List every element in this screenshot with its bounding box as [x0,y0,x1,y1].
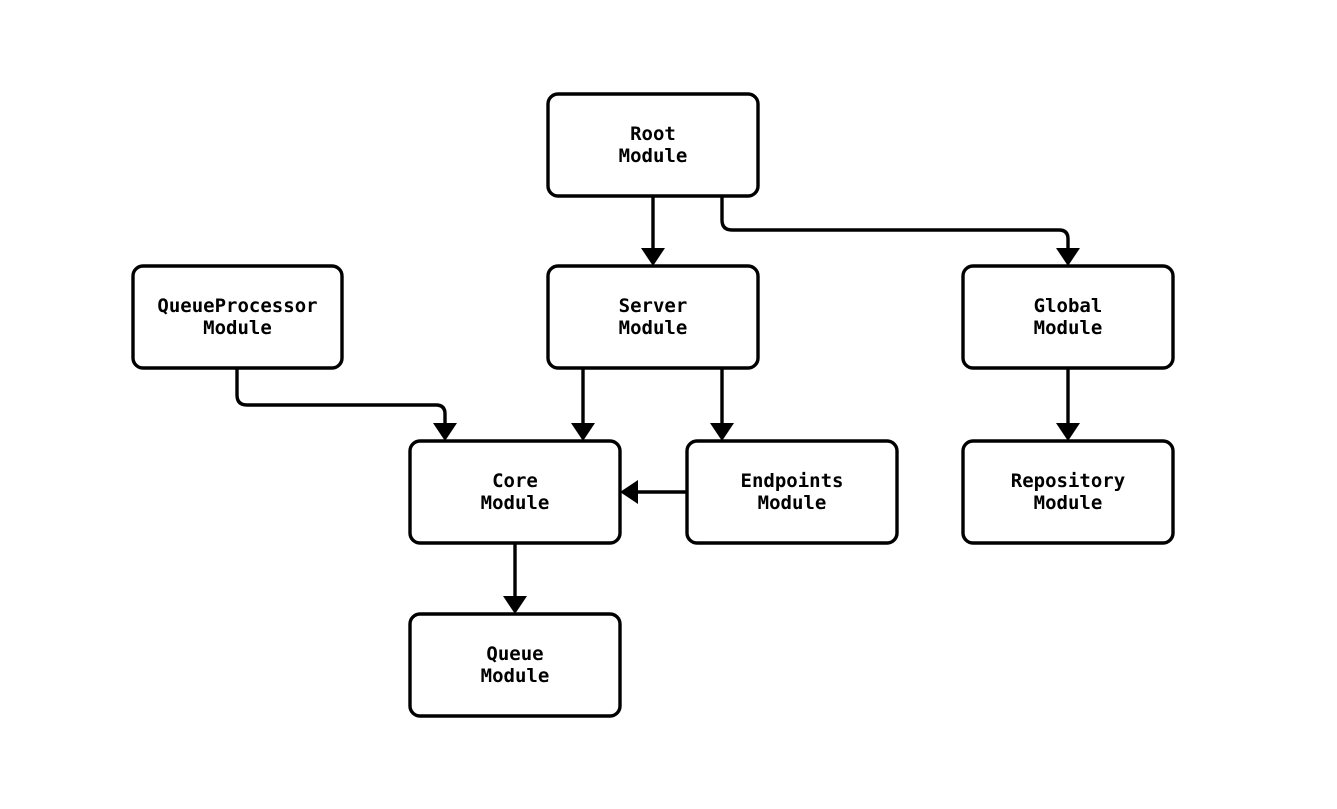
edge-core-to-queue [503,543,527,614]
node-box[interactable] [546,264,760,370]
arrowhead-icon [620,480,638,504]
arrowhead-icon [1056,248,1080,266]
node-box[interactable] [685,439,899,545]
arrowhead-icon [710,423,734,441]
edge-queueprocessor-to-core [235,368,457,441]
node-box[interactable] [131,264,344,370]
arrowhead-icon [641,248,665,266]
edge-line [235,368,447,423]
node-box[interactable] [408,439,622,545]
edge-endpoints-to-core [620,480,687,504]
edge-global-to-repository [1056,368,1080,441]
edge-root-to-global [720,196,1080,266]
node-box[interactable] [546,92,760,198]
node-box[interactable] [408,612,622,718]
arrowhead-icon [503,596,527,614]
edge-server-to-core [571,368,595,441]
node-box[interactable] [961,439,1175,545]
edges-layer [235,196,1080,614]
node-box[interactable] [961,264,1175,370]
arrowhead-icon [571,423,595,441]
arrowhead-icon [433,423,457,441]
edge-line [720,196,1070,248]
edge-server-to-endpoints [710,368,734,441]
arrowhead-icon [1056,423,1080,441]
edge-root-to-server [641,196,665,266]
